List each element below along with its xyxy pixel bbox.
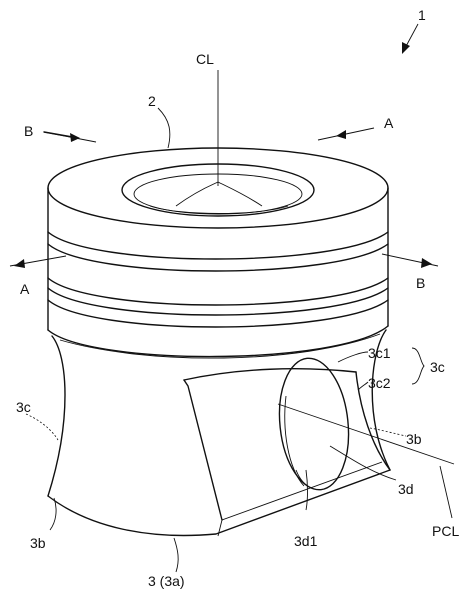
figure-number-label: 1 <box>418 7 426 23</box>
boss-right-label: 3b <box>406 431 422 447</box>
figure-number: 1 <box>402 7 426 54</box>
skirt-lower-label: 3c2 <box>368 375 391 391</box>
skirt-upper-label: 3c1 <box>368 345 391 361</box>
piston-skirt <box>47 329 391 537</box>
section-a-label-top: A <box>384 115 394 131</box>
pin-hole <box>278 357 350 491</box>
pin-hole-edge-label: 3d1 <box>294 533 318 549</box>
leaders: 2 3c1 3c 3c2 3c 3b 3d 3d1 3b 3 (3a) <box>16 93 445 589</box>
center-line-label: CL <box>196 51 214 67</box>
section-a-label-left: A <box>20 281 30 297</box>
section-b-label-right: B <box>416 275 425 291</box>
center-line: CL <box>196 51 219 186</box>
crown-label: 2 <box>148 93 156 109</box>
boss-left-label: 3b <box>30 535 46 551</box>
body-label: 3 (3a) <box>148 573 185 589</box>
section-arrows: B A A B <box>9 115 439 297</box>
pin-hole-label: 3d <box>398 481 414 497</box>
skirt-group-label: 3c <box>430 359 445 375</box>
section-b-label-left: B <box>24 123 33 139</box>
pin-center-line-label: PCL <box>432 523 459 539</box>
skirt-left-label: 3c <box>16 399 31 415</box>
pin-center-line: PCL <box>277 403 459 539</box>
